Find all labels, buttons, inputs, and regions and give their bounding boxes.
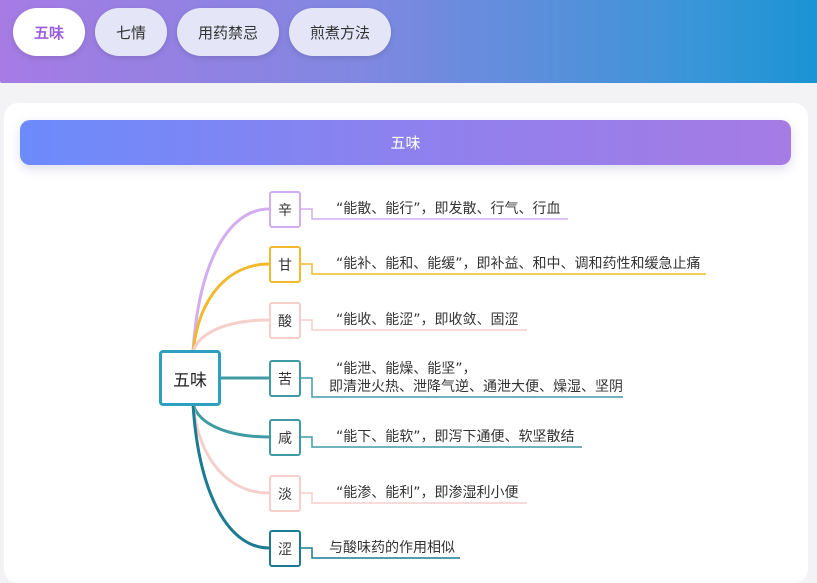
mindmap-node: 涩 — [269, 530, 301, 567]
desc-underline-2 — [301, 319, 527, 331]
desc-underline-1 — [301, 263, 706, 275]
mindmap-node: 甘 — [269, 246, 301, 283]
mindmap-node: 咸 — [269, 419, 301, 456]
connector-6 — [191, 403, 270, 550]
desc-underline-3 — [301, 377, 623, 398]
mindmap-node: 酸 — [269, 302, 301, 339]
mindmap-root: 五味 — [159, 350, 221, 406]
connector-2 — [191, 318, 270, 353]
desc-underline-0 — [301, 208, 568, 220]
mindmap-node-description: “能散、能行”，即发散、行气、行血 — [336, 201, 561, 217]
desc-underline-5 — [301, 492, 527, 504]
mindmap-node-description: “能渗、能利”，即渗湿利小便 — [336, 485, 519, 501]
mindmap-node-description: “能补、能和、能缓”，即补益、和中、调和药性和缓急止痛 — [336, 256, 701, 272]
connector-4 — [191, 403, 270, 439]
mindmap-node-description: “能收、能涩”，即收敛、固涩 — [336, 312, 519, 328]
mindmap-node: 辛 — [269, 191, 301, 228]
desc-underline-4 — [301, 436, 582, 448]
connector-1 — [191, 262, 270, 353]
desc-underline-6 — [301, 547, 460, 559]
mindmap-node-description: 即清泄火热、泄降气逆、通泄大便、燥湿、坚阴 — [329, 379, 623, 395]
tab-yongyao-jinji[interactable]: 用药禁忌 — [177, 8, 279, 56]
mindmap-node-description: 与酸味药的作用相似 — [329, 540, 455, 556]
connector-0 — [191, 207, 270, 353]
mindmap-connectors — [191, 207, 706, 559]
mindmap-node: 苦 — [269, 360, 301, 397]
panel-title: 五味 — [20, 120, 791, 165]
mindmap-node-description: “能下、能软”，即泻下通便、软坚散结 — [336, 429, 575, 445]
mindmap-node-description: “能泄、能燥、能坚”， — [336, 361, 477, 377]
tab-wuwei[interactable]: 五味 — [13, 8, 85, 56]
tab-qiqing[interactable]: 七情 — [95, 8, 167, 56]
mindmap-node: 淡 — [269, 475, 301, 512]
tab-jianzhu-fangfa[interactable]: 煎煮方法 — [289, 8, 391, 56]
